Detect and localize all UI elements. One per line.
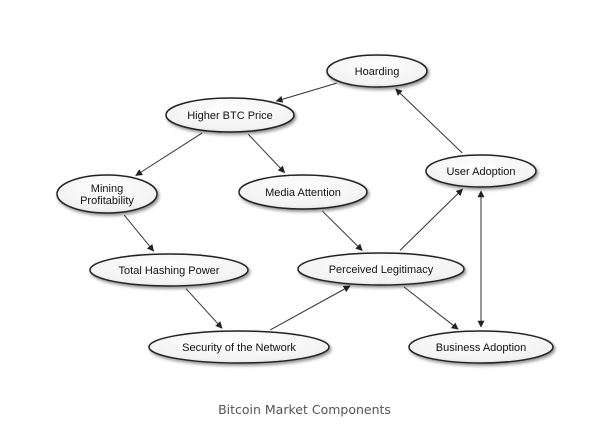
node-label: Higher BTC Price — [187, 110, 273, 122]
node-ellipse — [408, 330, 554, 364]
arrow-higher-btc-price-to-media-attention — [248, 134, 286, 174]
node-media-attention: Media Attention — [238, 174, 368, 210]
node-security-of-the-network: Security of the Network — [148, 330, 330, 364]
node-user-adoption: User Adoption — [425, 154, 537, 188]
diagram-caption: Bitcoin Market Components — [218, 402, 391, 417]
edges-layer — [123, 82, 485, 331]
node-label: Business Adoption — [436, 342, 527, 354]
node-ellipse — [238, 174, 368, 210]
arrow-higher-btc-price-to-mining-profitability — [135, 132, 203, 176]
node-ellipse — [148, 330, 330, 364]
node-hoarding: Hoarding — [326, 54, 428, 88]
arrow-total-hashing-power-to-security-of-the-network — [185, 288, 223, 329]
node-label: Perceived Legitimacy — [329, 264, 434, 276]
node-higher-btc-price: Higher BTC Price — [165, 97, 295, 133]
arrow-perceived-legitimacy-to-business-adoption — [403, 286, 459, 330]
node-label: Hoarding — [355, 66, 400, 78]
arrow-user-adoption-to-hoarding — [395, 88, 463, 154]
arrow-media-attention-to-perceived-legitimacy — [322, 210, 363, 251]
arrow-perceived-legitimacy-to-user-adoption — [399, 188, 463, 251]
node-label: User Adoption — [446, 166, 515, 178]
arrow-mining-profitability-to-total-hashing-power — [123, 214, 155, 252]
node-label: Total Hashing Power — [119, 265, 220, 277]
arrow-hoarding-to-higher-btc-price — [275, 82, 337, 103]
arrow-security-of-the-network-to-perceived-legitimacy — [269, 285, 351, 331]
node-ellipse — [165, 97, 295, 133]
node-ellipse — [425, 154, 537, 188]
node-ellipse — [56, 174, 158, 214]
node-ellipse — [89, 253, 249, 287]
node-business-adoption: Business Adoption — [408, 330, 554, 364]
node-perceived-legitimacy: Perceived Legitimacy — [297, 252, 465, 286]
node-ellipse — [326, 54, 428, 88]
node-ellipse — [297, 252, 465, 286]
node-label: Security of the Network — [182, 342, 296, 354]
node-label: Media Attention — [265, 187, 341, 199]
node-total-hashing-power: Total Hashing Power — [89, 253, 249, 287]
